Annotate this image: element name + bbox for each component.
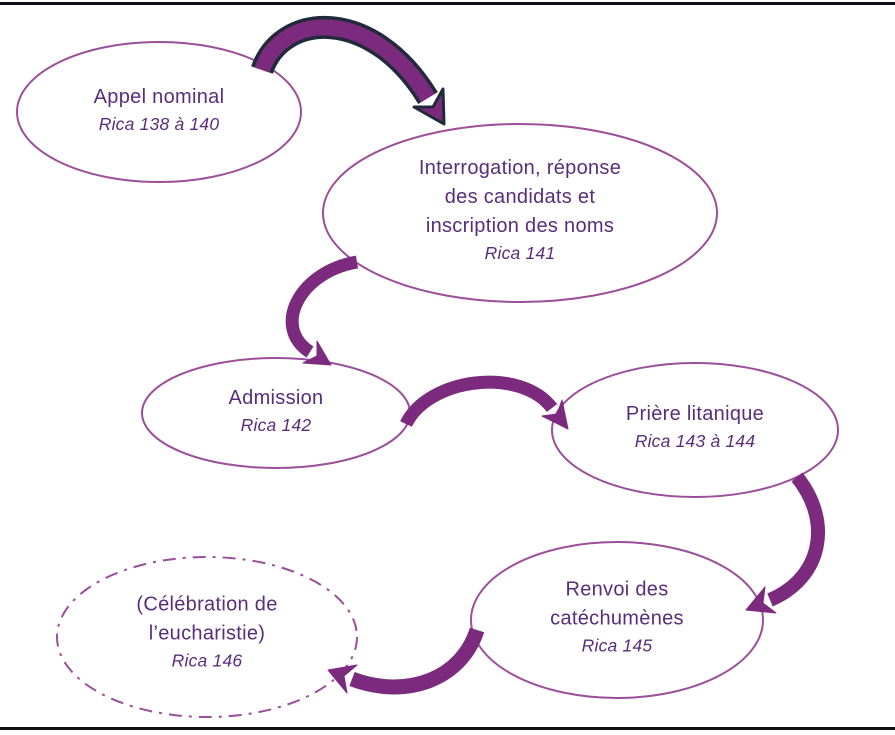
arrow-interrogation-to-admission [285, 255, 359, 366]
node-ellipse-priere-litanique [551, 362, 839, 498]
node-label-admission: Admission Rica 142 [229, 384, 324, 438]
arrow-renvoi-to-celebration [327, 627, 485, 695]
arrow-renvoi-to-celebration-head [327, 664, 358, 694]
arrow-appel-to-interrogation-head [412, 87, 446, 126]
arrow-priere-to-renvoi [745, 472, 825, 614]
node-title-line: Appel nominal [93, 85, 225, 108]
node-ref: Rica 141 [484, 242, 556, 263]
node-label-appel-nominal: Appel nominal Rica 138 à 140 [94, 83, 225, 137]
node-title-line: Prière litanique [625, 402, 765, 425]
node-ellipse-renvoi [470, 541, 764, 699]
arrow-priere-to-renvoi-head [745, 586, 777, 614]
node-ellipse-interrogation [322, 123, 718, 303]
node-title-line: Admission [228, 386, 324, 409]
node-label-renvoi: Renvoi des catéchumènes Rica 145 [550, 575, 684, 658]
arrow-appel-to-interrogation-body [254, 19, 435, 103]
node-title-line: catéchumènes [550, 607, 684, 630]
node-ellipse-celebration [56, 556, 358, 718]
node-ref: Rica 143 à 144 [634, 430, 756, 451]
node-ref: Rica 138 à 140 [98, 113, 220, 134]
arrow-admission-to-priere-head [541, 399, 569, 430]
node-title-line: des candidats et [444, 185, 596, 208]
node-ref: Rica 142 [240, 414, 312, 435]
arrow-priere-to-renvoi-body [767, 472, 825, 607]
node-ellipse-appel-nominal [16, 41, 302, 183]
node-title-line: l’eucharistie) [148, 622, 266, 645]
node-title-line: Renvoi des [565, 578, 669, 601]
arrow-appel-to-interrogation [251, 15, 446, 126]
node-title-line: Interrogation, réponse [418, 156, 622, 179]
node-label-celebration: (Célébration de l’eucharistie) Rica 146 [136, 590, 277, 673]
arrow-admission-to-priere-body [400, 375, 558, 428]
node-title-line: (Célébration de [136, 593, 278, 616]
node-title-line: inscription des noms [425, 214, 615, 237]
node-label-interrogation: Interrogation, réponse des candidats et … [419, 154, 621, 266]
arrow-interrogation-to-admission-body [285, 255, 359, 358]
node-ref: Rica 146 [171, 650, 243, 671]
node-ref: Rica 145 [581, 635, 653, 656]
arrow-renvoi-to-celebration-body [349, 627, 485, 695]
arrow-interrogation-to-admission-head [302, 340, 332, 366]
node-label-priere-litanique: Prière litanique Rica 143 à 144 [626, 400, 764, 454]
arrow-admission-to-priere [400, 375, 569, 430]
bottom-border-line [0, 727, 895, 730]
top-border-line [0, 2, 895, 5]
